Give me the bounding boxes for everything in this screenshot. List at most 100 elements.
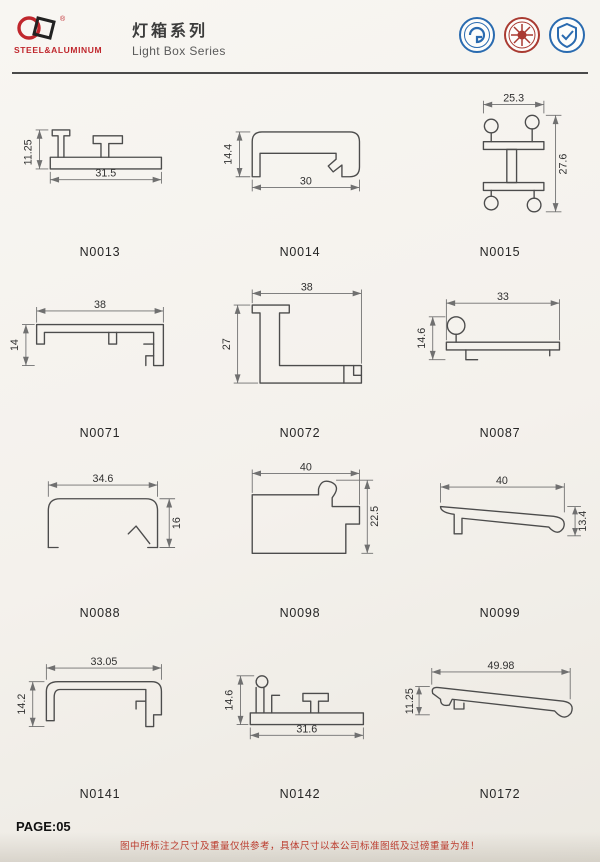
height-dim-label: 27.6 <box>557 154 569 175</box>
height-dim-label: 14.2 <box>16 693 28 714</box>
profile-code: N0098 <box>279 606 321 621</box>
width-dim-label: 40 <box>496 475 508 487</box>
certification-badge-2-icon <box>504 17 540 53</box>
dimension-lines <box>440 483 581 537</box>
profile-outline <box>431 686 573 718</box>
dimension-lines <box>428 299 560 360</box>
width-dim-label: 30 <box>300 176 312 188</box>
dimension-lines <box>21 306 164 366</box>
profile-card-n0087: 33 14.6 N0087 <box>400 265 600 446</box>
dimension-lines <box>235 131 360 192</box>
profile-outline <box>249 674 365 726</box>
profile-code: N0142 <box>279 786 321 801</box>
profile-outline <box>445 315 561 361</box>
profile-card-n0013: 31.5 11.25 N0013 <box>0 84 200 265</box>
height-dim-label: 22.5 <box>369 506 381 527</box>
profile-drawing-n0172: 49.98 11.25 <box>405 660 573 718</box>
page-number: PAGE:05 <box>16 819 71 834</box>
footer-disclaimer: 图中所标注之尺寸及重量仅供参考，具体尺寸以本公司标准图纸及过磅重量为准！ <box>119 841 480 852</box>
profile-code: N0015 <box>479 245 521 260</box>
profile-outline <box>35 323 165 366</box>
page-header: ® STEEL&ALUMINUM 灯箱系列 Light Box Series <box>14 12 586 70</box>
series-title-en: Light Box Series <box>132 44 226 58</box>
width-dim-label: 34.6 <box>92 473 113 485</box>
height-dim-label: 14.6 <box>416 328 428 349</box>
dimension-lines <box>35 129 162 184</box>
dimension-lines <box>236 675 364 739</box>
height-dim-label: 14.4 <box>223 144 235 165</box>
profile-card-n0172: 49.98 11.25 N0172 <box>400 626 600 807</box>
profile-outline <box>251 131 361 178</box>
profile-card-n0141: 33.05 14.2 N0141 <box>0 626 200 807</box>
profile-code: N0072 <box>279 425 321 440</box>
profile-drawing-n0071: 38 14 <box>9 299 165 366</box>
profile-outline <box>439 506 565 535</box>
profile-drawing-n0142: 31.6 14.6 <box>224 674 365 739</box>
profile-card-n0088: 34.6 16 N0088 <box>0 445 200 626</box>
profile-code: N0087 <box>479 425 521 440</box>
profile-card-n0014: 30 14.4 N0014 <box>200 84 400 265</box>
dimension-lines <box>251 469 374 555</box>
profile-card-n0142: 31.6 14.6 N0142 <box>200 626 400 807</box>
profile-code: N0071 <box>79 425 121 440</box>
height-dim-label: 16 <box>171 517 183 529</box>
profile-outline <box>45 680 163 727</box>
profile-card-n0071: 38 14 N0071 <box>0 265 200 446</box>
profile-drawing-n0141: 33.05 14.2 <box>16 656 163 727</box>
profile-card-n0015: 25.3 27.6 N0015 <box>400 84 600 265</box>
profile-outline <box>251 304 363 384</box>
profile-code: N0172 <box>479 786 521 801</box>
dimension-lines <box>415 667 571 716</box>
certification-badges <box>458 12 586 54</box>
width-dim-label: 38 <box>301 281 313 293</box>
series-title-cn: 灯箱系列 <box>132 23 209 40</box>
series-titles: 灯箱系列 Light Box Series <box>132 12 226 58</box>
width-dim-label: 49.98 <box>488 660 515 672</box>
height-dim-label: 14.6 <box>224 690 236 711</box>
profile-code: N0099 <box>479 606 521 621</box>
width-dim-label: 31.6 <box>296 723 317 735</box>
profile-drawing-n0088: 34.6 16 <box>47 473 183 549</box>
profile-drawing-n0072: 38 27 <box>221 281 363 384</box>
profile-card-n0098: 40 22.5 N0098 <box>200 445 400 626</box>
profile-drawing-n0015: 25.3 27.6 <box>482 93 569 213</box>
width-dim-label: 25.3 <box>503 93 524 105</box>
brand-logo-icon: ® <box>17 15 66 40</box>
header-divider <box>12 72 588 74</box>
profile-outline <box>49 129 163 170</box>
profile-outline <box>47 498 159 549</box>
registered-mark: ® <box>60 15 66 23</box>
profile-code: N0014 <box>279 245 321 260</box>
width-dim-label: 38 <box>94 299 106 311</box>
certification-badge-1-icon <box>459 17 495 53</box>
profile-drawing-n0013: 31.5 11.25 <box>23 129 163 184</box>
profile-code: N0013 <box>79 245 121 260</box>
height-dim-label: 13.4 <box>577 511 589 532</box>
profile-grid: 31.5 11.25 N0013 30 14.4 N0014 <box>0 84 600 806</box>
brand-block: ® STEEL&ALUMINUM <box>14 12 122 55</box>
height-dim-label: 27 <box>221 338 233 350</box>
height-dim-label: 11.25 <box>405 688 416 714</box>
width-dim-label: 40 <box>300 462 312 474</box>
certification-badge-3-icon <box>549 17 585 53</box>
height-dim-label: 11.25 <box>23 140 35 166</box>
profile-drawing-n0099: 40 13.4 <box>439 475 589 537</box>
height-dim-label: 14 <box>9 339 21 351</box>
profile-card-n0099: 40 13.4 N0099 <box>400 445 600 626</box>
dimension-lines <box>28 663 162 727</box>
profile-drawing-n0098: 40 22.5 <box>251 462 381 555</box>
dimension-lines <box>47 481 176 549</box>
profile-outline <box>251 480 361 555</box>
profile-code: N0141 <box>79 786 121 801</box>
dimension-lines <box>233 289 362 384</box>
profile-card-n0072: 38 27 N0072 <box>200 265 400 446</box>
dimension-lines <box>482 100 562 213</box>
profile-outline <box>482 114 545 213</box>
profile-code: N0088 <box>79 606 121 621</box>
width-dim-label: 33 <box>497 291 509 303</box>
brand-name: STEEL&ALUMINUM <box>14 45 103 55</box>
profile-drawing-n0087: 33 14.6 <box>416 291 561 361</box>
width-dim-label: 33.05 <box>90 656 117 668</box>
profile-drawing-n0014: 30 14.4 <box>223 131 361 192</box>
